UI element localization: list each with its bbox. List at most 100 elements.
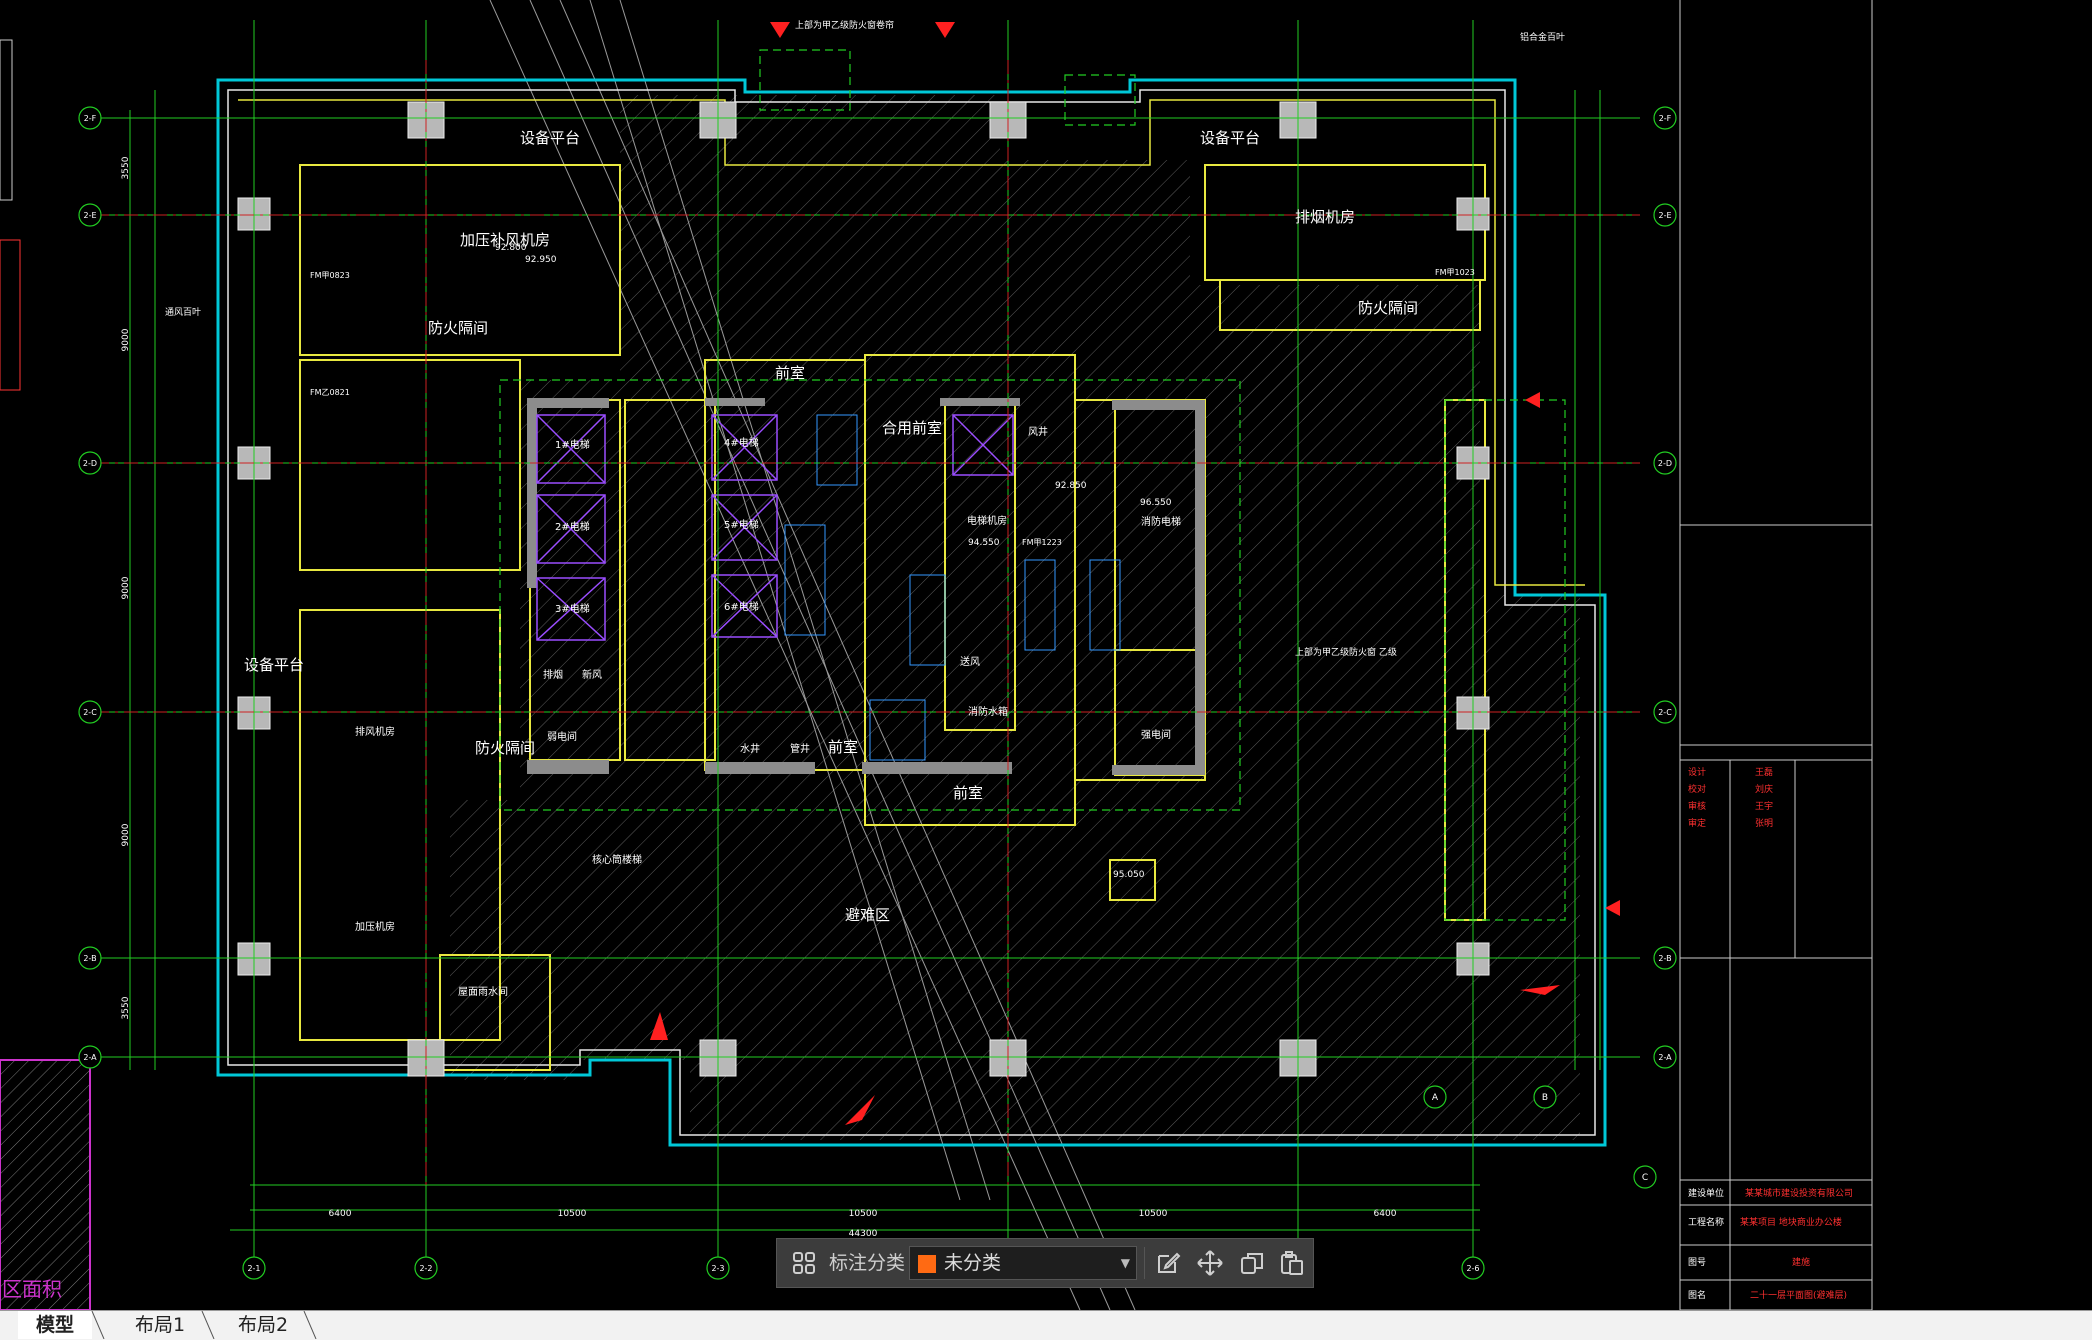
category-value: 未分类 <box>944 1252 1002 1274</box>
elevator-shafts <box>536 414 1014 641</box>
tb-row-3: 审核 <box>1688 800 1706 812</box>
room-fresh-air: 新风 <box>582 668 602 681</box>
category-color-swatch <box>918 1255 936 1273</box>
note-top: 上部为甲乙级防火窗卷帘 <box>795 19 894 31</box>
axis-right-f: 2-F <box>1659 114 1672 123</box>
axis-left-c: 2-C <box>83 708 97 717</box>
grid-icon[interactable] <box>789 1248 819 1278</box>
tb-name-1: 王磊 <box>1755 767 1773 778</box>
annotation-toolbar: 标注分类 未分类 ▼ <box>776 1238 1314 1288</box>
room-exhaust: 排风机房 <box>355 725 395 738</box>
axis-bottom-3: 2-3 <box>711 1264 724 1273</box>
room-equip-platform-left: 设备平台 <box>520 129 580 147</box>
tb-project: 某某项目 地块商业办公楼 <box>1740 1216 1842 1228</box>
room-weak-electric: 弱电间 <box>547 730 577 743</box>
dim-left-1: 3550 <box>121 156 131 179</box>
room-elev-6: 6#电梯 <box>724 600 759 613</box>
axis-bubbles-left <box>78 106 102 1069</box>
category-label: 标注分类 <box>829 1252 906 1274</box>
axis-bottom-6: 2-6 <box>1466 1264 1479 1273</box>
elev-label-1: 92.800 <box>495 243 527 253</box>
axis-right-e: 2-E <box>1658 211 1671 220</box>
tb-company: 某某城市建设投资有限公司 <box>1745 1187 1853 1199</box>
room-fire-lobby-1: 防火隔间 <box>428 319 488 337</box>
room-pressurize-fan: 加压补风机房 <box>460 231 550 249</box>
dim-left-4: 9000 <box>121 823 131 846</box>
room-smoke-vent: 排烟 <box>543 668 563 681</box>
tb-drawing-no: 建施 <box>1792 1256 1810 1268</box>
axis-right-a: 2-A <box>1658 1053 1672 1062</box>
zone-outline <box>499 49 1566 921</box>
room-equip-platform-west: 设备平台 <box>244 656 304 674</box>
room-elev-3: 3#电梯 <box>555 602 590 615</box>
note-vent-louver: 通风百叶 <box>165 307 201 318</box>
room-elev-2: 2#电梯 <box>555 520 590 533</box>
tab-separator <box>201 1311 215 1339</box>
tb-drawing-title: 二十一层平面图(避难层) <box>1750 1289 1847 1301</box>
room-refuge-area: 避难区 <box>845 906 890 924</box>
tb-label-drawing: 图名 <box>1688 1289 1706 1301</box>
room-fire-elevator: 消防电梯 <box>1141 515 1181 528</box>
room-pipe-well: 管井 <box>790 742 810 755</box>
room-return-air: 送风 <box>960 655 980 668</box>
core-walls <box>527 398 1205 775</box>
tab-separator <box>91 1311 105 1339</box>
room-strong-electric: 强电间 <box>1141 728 1171 741</box>
door-tag-1: FM甲0823 <box>310 271 350 280</box>
axis-misc-a: A <box>1432 1093 1439 1103</box>
room-elevator-machine: 电梯机房 <box>967 514 1007 527</box>
axis-left-f: 2-F <box>84 114 97 123</box>
tab-layout-2[interactable]: 布局2 <box>237 1314 289 1336</box>
room-elev-5: 5#电梯 <box>724 518 759 531</box>
elev-label-4: 94.550 <box>968 538 1000 548</box>
axis-left-a: 2-A <box>83 1053 97 1062</box>
axis-bubbles-right <box>1653 106 1677 1069</box>
door-tag-4: FM甲1223 <box>1022 538 1062 547</box>
room-pressurize: 加压机房 <box>355 920 395 933</box>
copy-icon[interactable] <box>1237 1248 1267 1278</box>
tab-layout-1[interactable]: 布局1 <box>134 1314 186 1336</box>
title-block-frame <box>1679 0 1873 1311</box>
dim-bottom-3: 10500 <box>849 1209 878 1219</box>
tb-label-project: 工程名称 <box>1688 1216 1724 1228</box>
dim-bottom-4: 10500 <box>1139 1209 1168 1219</box>
room-equip-platform-right: 设备平台 <box>1200 129 1260 147</box>
tab-separator <box>303 1311 317 1339</box>
axis-misc-c: C <box>1642 1173 1648 1183</box>
elev-label-5: 92.850 <box>1055 481 1087 491</box>
reference-lines <box>489 0 1136 1311</box>
tb-row-4: 审定 <box>1688 817 1706 829</box>
dim-total: 44300 <box>849 1229 878 1239</box>
edit-icon[interactable] <box>1153 1248 1183 1278</box>
chevron-down-icon: ▼ <box>1120 1256 1130 1270</box>
tb-name-2: 刘庆 <box>1755 783 1773 795</box>
axis-left-e: 2-E <box>83 211 96 220</box>
elev-label-2: 92.950 <box>525 255 557 265</box>
layout-tab-bar: 模型 布局1 布局2 <box>0 1310 2092 1340</box>
room-core-stairs: 核心筒楼梯 <box>592 853 642 866</box>
tb-name-4: 张明 <box>1755 818 1773 829</box>
room-water-well: 水井 <box>740 742 760 755</box>
room-shared-front: 合用前室 <box>882 419 942 437</box>
tb-row-2: 校对 <box>1688 783 1706 795</box>
move-icon[interactable] <box>1195 1248 1225 1278</box>
axis-left-d: 2-D <box>83 459 97 468</box>
room-air-duct: 风井 <box>1028 425 1048 438</box>
tb-row-1: 设计 <box>1688 766 1706 778</box>
dim-bottom-5: 6400 <box>1374 1209 1397 1219</box>
axis-right-c: 2-C <box>1658 708 1672 717</box>
paste-icon[interactable] <box>1277 1248 1307 1278</box>
room-fire-tank: 消防水箱 <box>968 705 1008 718</box>
room-fire-lobby-2: 防火隔间 <box>1358 299 1418 317</box>
stairs <box>784 414 1121 761</box>
room-fire-lobby-3: 防火隔间 <box>475 739 535 757</box>
room-elev-4: 4#电梯 <box>724 436 759 449</box>
axis-left-b: 2-B <box>83 954 96 963</box>
axis-right-d: 2-D <box>1658 459 1672 468</box>
tab-model[interactable]: 模型 <box>18 1311 92 1339</box>
note-right: 上部为甲乙级防火窗 乙级 <box>1295 646 1397 658</box>
note-area-label: 区面积 <box>2 1277 62 1301</box>
axis-misc-b: B <box>1542 1093 1548 1103</box>
category-select[interactable]: 未分类 ▼ <box>909 1246 1137 1280</box>
